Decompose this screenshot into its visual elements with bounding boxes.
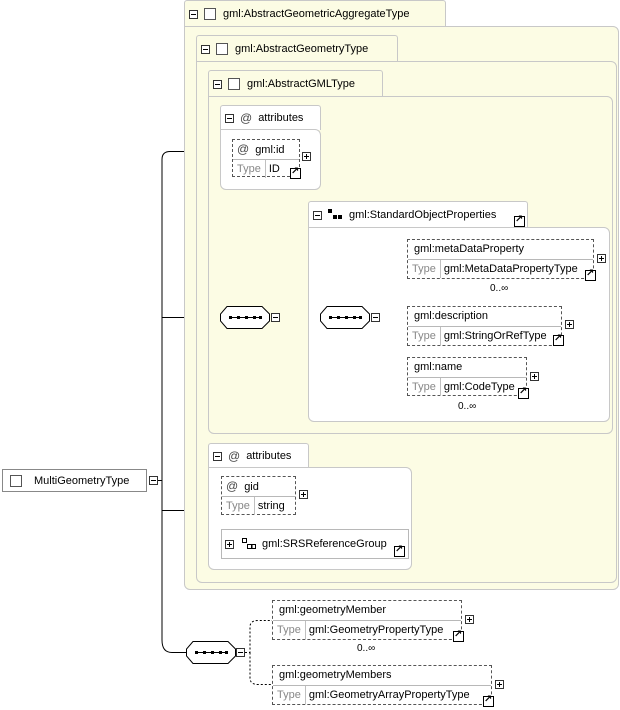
gid-name: gid	[244, 481, 259, 493]
standard-props-tab[interactable]: gml:StandardObjectProperties	[308, 201, 528, 228]
type-key: Type	[408, 378, 441, 396]
sequence-collapse-toggle[interactable]	[236, 648, 245, 657]
gid-type: string	[257, 500, 285, 512]
description-type: gml:StringOrRefType	[443, 330, 547, 342]
complex-type-icon	[10, 474, 22, 487]
geometry-collapse-toggle[interactable]	[201, 44, 210, 54]
srs-group-label: gml:SRSReferenceGroup	[262, 538, 387, 550]
srs-group-expand-toggle[interactable]	[225, 539, 234, 549]
gid-expand-toggle[interactable]	[299, 490, 308, 499]
name-link-icon[interactable]	[518, 386, 529, 399]
name-cardinality: 0..∞	[458, 401, 477, 412]
metadata-property-link-icon[interactable]	[585, 268, 596, 281]
type-key: Type	[408, 327, 441, 345]
sequence-collapse-toggle[interactable]	[271, 313, 280, 322]
type-key: Type	[408, 260, 441, 278]
geometry-type-tab[interactable]: gml:AbstractGeometryType	[196, 35, 398, 62]
attribute-icon: @	[237, 142, 250, 156]
attribute-icon: @	[240, 111, 253, 125]
standard-props-link-icon[interactable]	[514, 214, 525, 227]
sequence-compositor[interactable]	[186, 641, 236, 664]
srs-reference-group[interactable]: gml:SRSReferenceGroup	[221, 529, 409, 559]
geometry-member-name: gml:geometryMember	[273, 601, 461, 621]
geometry-type-label: gml:AbstractGeometryType	[235, 43, 369, 55]
metadata-property-expand-toggle[interactable]	[597, 254, 606, 263]
geometry-attributes-label: attributes	[246, 450, 292, 462]
geometry-members-link-icon[interactable]	[483, 694, 494, 707]
geometry-member-type: gml:GeometryPropertyType	[308, 624, 444, 636]
gml-id-name: gml:id	[255, 144, 285, 156]
gml-id-type: ID	[268, 163, 280, 175]
aggregate-type-tab[interactable]: gml:AbstractGeometricAggregateType	[184, 0, 446, 27]
root-type-label: MultiGeometryType	[34, 474, 130, 487]
sequence-compositor[interactable]	[220, 306, 270, 329]
name-element-type: gml:CodeType	[443, 381, 515, 393]
type-key: Type	[233, 160, 266, 178]
srs-group-link-icon[interactable]	[394, 544, 405, 557]
gml-attributes-collapse-toggle[interactable]	[225, 113, 234, 123]
attribute-icon: @	[228, 449, 241, 463]
aggregate-type-label: gml:AbstractGeometricAggregateType	[223, 8, 410, 20]
group-icon	[328, 209, 342, 219]
metadata-property-name: gml:metaDataProperty	[408, 240, 593, 260]
gml-id-expand-toggle[interactable]	[302, 152, 311, 161]
complex-type-icon	[228, 78, 240, 90]
description-expand-toggle[interactable]	[565, 320, 574, 329]
type-key: Type	[273, 686, 306, 704]
gml-attributes-label: attributes	[258, 112, 304, 124]
aggregate-collapse-toggle[interactable]	[189, 9, 198, 19]
type-key: Type	[273, 621, 306, 639]
geometry-attributes-tab[interactable]: @ attributes	[208, 443, 309, 468]
geometry-members-name: gml:geometryMembers	[273, 666, 491, 686]
gml-type-tab[interactable]: gml:AbstractGMLType	[208, 70, 383, 97]
gml-type-label: gml:AbstractGMLType	[247, 78, 355, 90]
complex-type-icon	[204, 8, 216, 20]
geometry-members-type: gml:GeometryArrayPropertyType	[308, 689, 470, 701]
geometry-members-expand-toggle[interactable]	[495, 680, 504, 689]
metadata-property-type: gml:MetaDataPropertyType	[443, 263, 578, 275]
sequence-collapse-toggle[interactable]	[371, 313, 380, 322]
root-type-box[interactable]: MultiGeometryType	[2, 469, 147, 492]
attribute-group-icon	[242, 538, 256, 549]
description-name: gml:description	[408, 307, 561, 327]
standard-props-label: gml:StandardObjectProperties	[349, 209, 497, 221]
geometry-member-link-icon[interactable]	[453, 629, 464, 642]
gml-attributes-tab[interactable]: @ attributes	[220, 105, 321, 130]
geometry-member-expand-toggle[interactable]	[465, 615, 474, 624]
description-link-icon[interactable]	[553, 333, 564, 346]
gml-id-link-icon[interactable]	[290, 166, 301, 179]
geometry-attributes-collapse-toggle[interactable]	[213, 451, 222, 461]
geometry-member-cardinality: 0..∞	[357, 643, 376, 654]
root-collapse-toggle[interactable]	[149, 476, 158, 485]
metadata-property-cardinality: 0..∞	[490, 283, 509, 294]
sequence-compositor[interactable]	[320, 306, 370, 329]
gml-collapse-toggle[interactable]	[213, 79, 222, 89]
standard-props-collapse-toggle[interactable]	[313, 210, 322, 220]
name-expand-toggle[interactable]	[530, 372, 539, 381]
complex-type-icon	[216, 43, 228, 55]
name-element-name: gml:name	[408, 358, 526, 378]
type-key: Type	[222, 497, 255, 515]
attribute-icon: @	[226, 479, 239, 493]
